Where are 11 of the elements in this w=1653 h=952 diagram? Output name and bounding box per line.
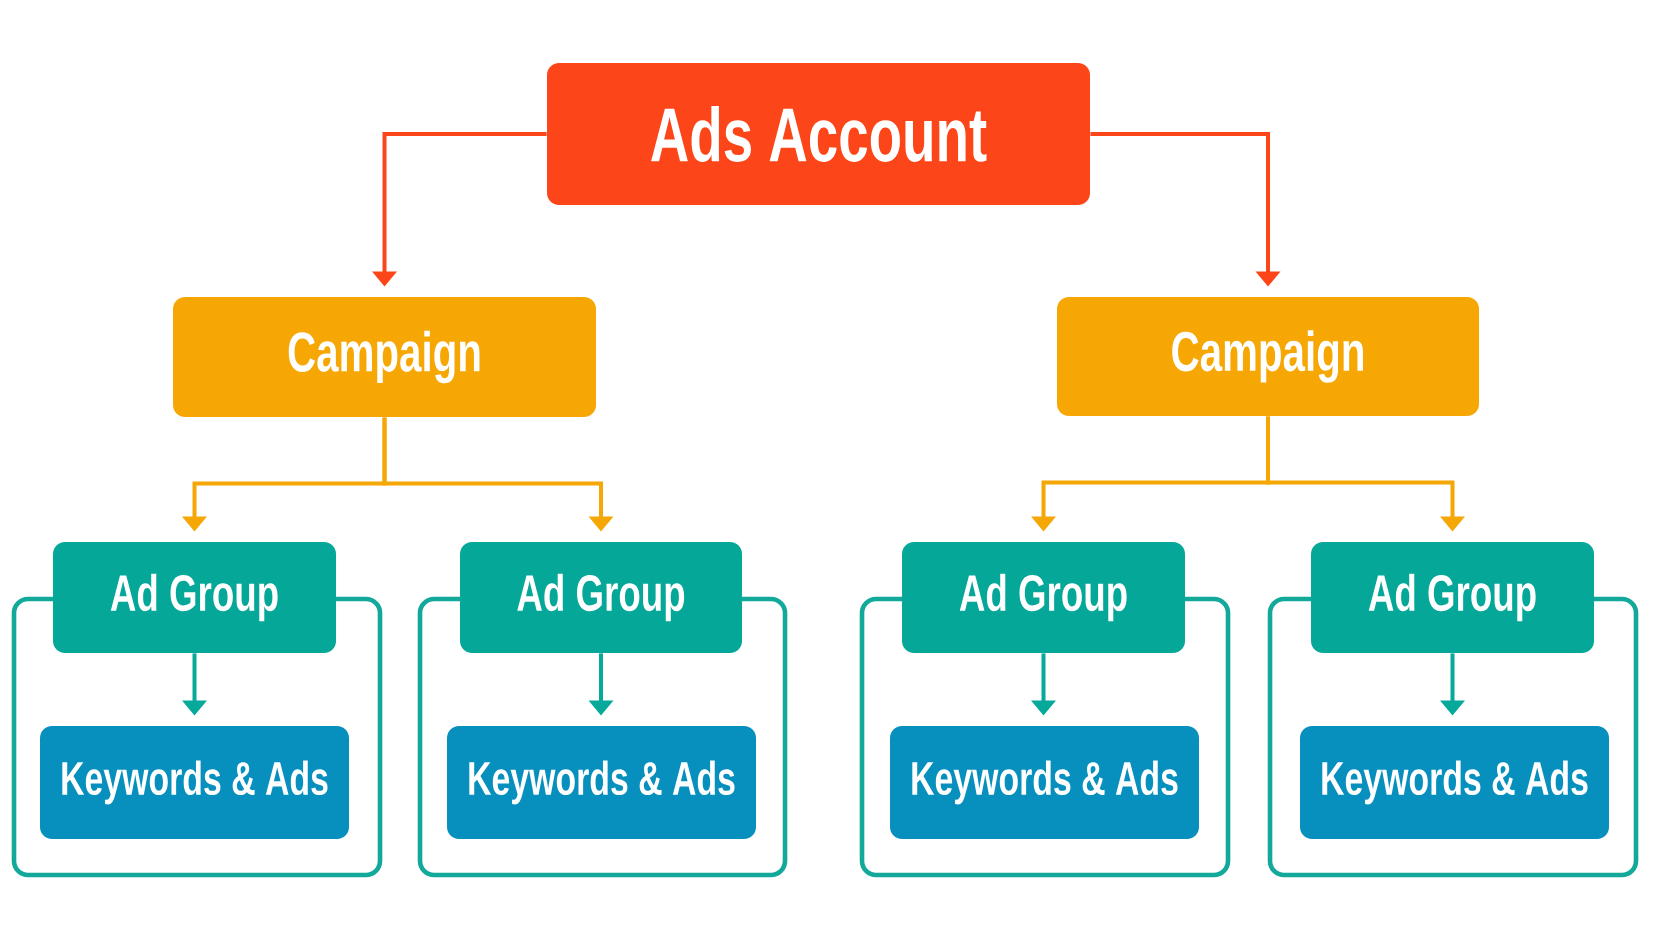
ad-group-box: Ad Group [53, 542, 336, 653]
account-box: Ads Account [547, 63, 1090, 205]
keywords-box: Keywords & Ads [1300, 726, 1609, 839]
ad-group-box: Ad Group [902, 542, 1185, 653]
campaign-box: Campaign [173, 297, 596, 417]
ad-group-box: Ad Group [460, 542, 742, 653]
keywords-box: Keywords & Ads [447, 726, 756, 839]
ad-group-box: Ad Group [1311, 542, 1594, 653]
campaign-box: Campaign [1057, 297, 1479, 416]
keywords-box: Keywords & Ads [40, 726, 349, 839]
keywords-box: Keywords & Ads [890, 726, 1199, 839]
